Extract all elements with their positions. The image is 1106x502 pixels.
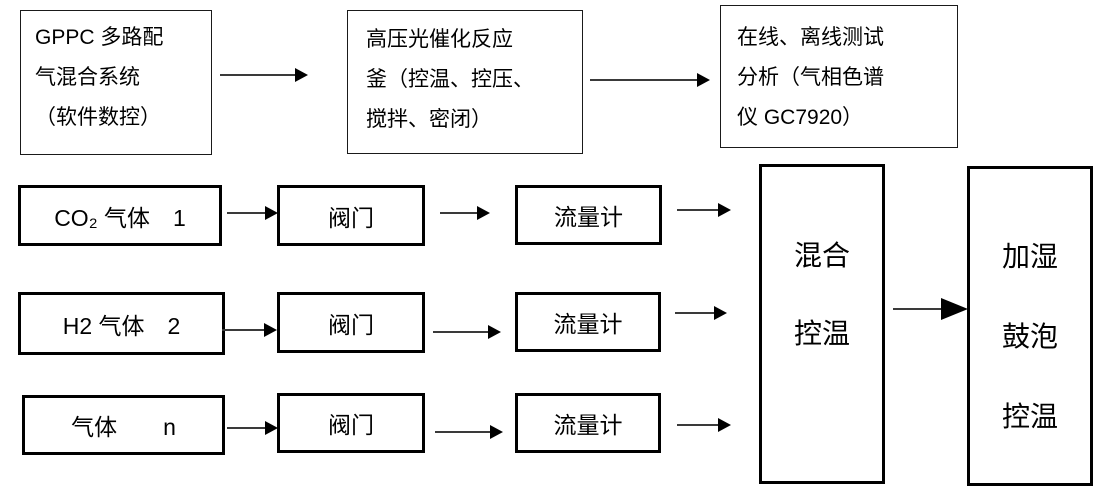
- arrow-meter1-to-mixing-icon: [677, 209, 718, 211]
- humidifier-text-line: 鼓泡: [1001, 321, 1058, 352]
- analysis-text-line: 在线、离线测试: [737, 26, 884, 49]
- gas-source-box-h2: H2 气体 2: [18, 292, 225, 355]
- gas-source-label: 气体 n: [71, 414, 176, 440]
- flow-meter-box-3: 流量计: [515, 393, 661, 453]
- reactor-text-line: 釜（控温、控压、: [366, 68, 534, 91]
- gppc-system-text-line: GPPC 多路配: [35, 26, 164, 49]
- flow-meter-box-2: 流量计: [515, 292, 661, 352]
- humidifier-text-line: 控温: [1001, 401, 1058, 432]
- gppc-system-text-line: （软件数控）: [35, 106, 161, 129]
- flow-meter-label: 流量计: [553, 311, 623, 337]
- humidifier-bubbler-box: 加湿 鼓泡 控温: [967, 166, 1093, 486]
- arrow-h2-to-valve-icon: [222, 329, 264, 331]
- arrow-gppc-to-reactor-icon: [220, 74, 295, 76]
- analysis-box: 在线、离线测试 分析（气相色谱 仪 GC7920）: [720, 5, 958, 148]
- gas-source-label: H2 气体 2: [62, 312, 181, 339]
- flow-meter-label: 流量计: [553, 412, 623, 438]
- valve-box-1: 阀门: [277, 185, 425, 246]
- arrow-valve3-to-meter3-icon: [435, 431, 490, 433]
- arrow-mixing-to-humidifier-icon: [893, 308, 941, 310]
- arrow-co2-to-valve-icon: [227, 212, 265, 214]
- mixing-text-line: 控温: [793, 318, 850, 349]
- reactor-text-line: 高压光催化反应: [366, 28, 513, 51]
- valve-box-3: 阀门: [277, 393, 425, 453]
- valve-label: 阀门: [328, 311, 374, 338]
- flow-meter-box-1: 流量计: [515, 185, 662, 245]
- gas-source-box-n: 气体 n: [22, 395, 225, 455]
- analysis-text-line: 仪 GC7920）: [737, 106, 864, 129]
- valve-label: 阀门: [328, 204, 374, 231]
- arrow-valve1-to-meter1-icon: [440, 212, 477, 214]
- gppc-system-box: GPPC 多路配 气混合系统 （软件数控）: [20, 10, 212, 155]
- arrow-valve2-to-meter2-icon: [433, 331, 488, 333]
- arrow-meter2-to-mixing-icon: [675, 312, 714, 314]
- valve-label: 阀门: [328, 412, 374, 438]
- valve-box-2: 阀门: [277, 292, 425, 353]
- gppc-system-text-line: 气混合系统: [35, 66, 140, 89]
- flow-meter-label: 流量计: [554, 204, 623, 230]
- arrow-gasn-to-valve-icon: [227, 427, 265, 429]
- mixing-temp-control-box: 混合 控温: [759, 164, 885, 484]
- gas-source-label: CO₂ 气体 1: [54, 204, 186, 231]
- reactor-text-line: 搅拌、密闭）: [366, 108, 492, 131]
- mixing-text-line: 混合: [793, 240, 850, 271]
- gas-source-box-co2: CO₂ 气体 1: [18, 185, 222, 246]
- arrow-meter3-to-mixing-icon: [677, 424, 718, 426]
- reactor-box: 高压光催化反应 釜（控温、控压、 搅拌、密闭）: [347, 10, 583, 154]
- humidifier-text-line: 加湿: [1001, 241, 1058, 272]
- analysis-text-line: 分析（气相色谱: [737, 66, 884, 89]
- arrow-reactor-to-analysis-icon: [590, 79, 697, 81]
